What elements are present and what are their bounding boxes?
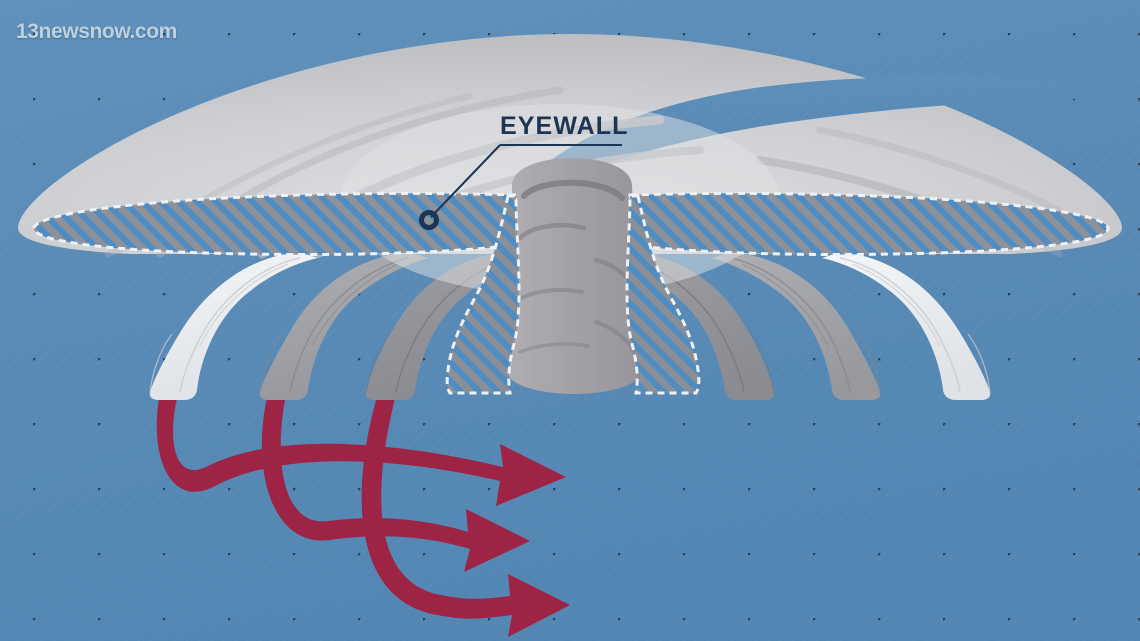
spiral-notch-texture	[521, 76, 1138, 193]
eyewall-leader-line	[430, 144, 501, 218]
rainband-finger-mid-right	[712, 252, 881, 400]
eyewall-funnel-right	[625, 194, 701, 395]
eyewall-leader	[419, 144, 622, 230]
wind-arrow-bottom	[361, 393, 570, 637]
rainband-finger-outer-left	[149, 252, 318, 400]
watermark-13newsnow: 13newsnow.com	[16, 20, 177, 43]
rainband-finger-outer-right	[822, 252, 991, 400]
wind-arrow-middle	[261, 393, 530, 572]
eyewall-ring-marker	[419, 210, 439, 230]
rainband-finger-mid-left	[259, 252, 428, 400]
eye-column	[508, 158, 640, 394]
wind-arrow-top	[156, 393, 567, 506]
eyewall-funnel-left	[445, 194, 521, 395]
hatched-cross-section-plane	[32, 191, 1110, 257]
eyewall-label: EYEWALL	[500, 112, 629, 140]
